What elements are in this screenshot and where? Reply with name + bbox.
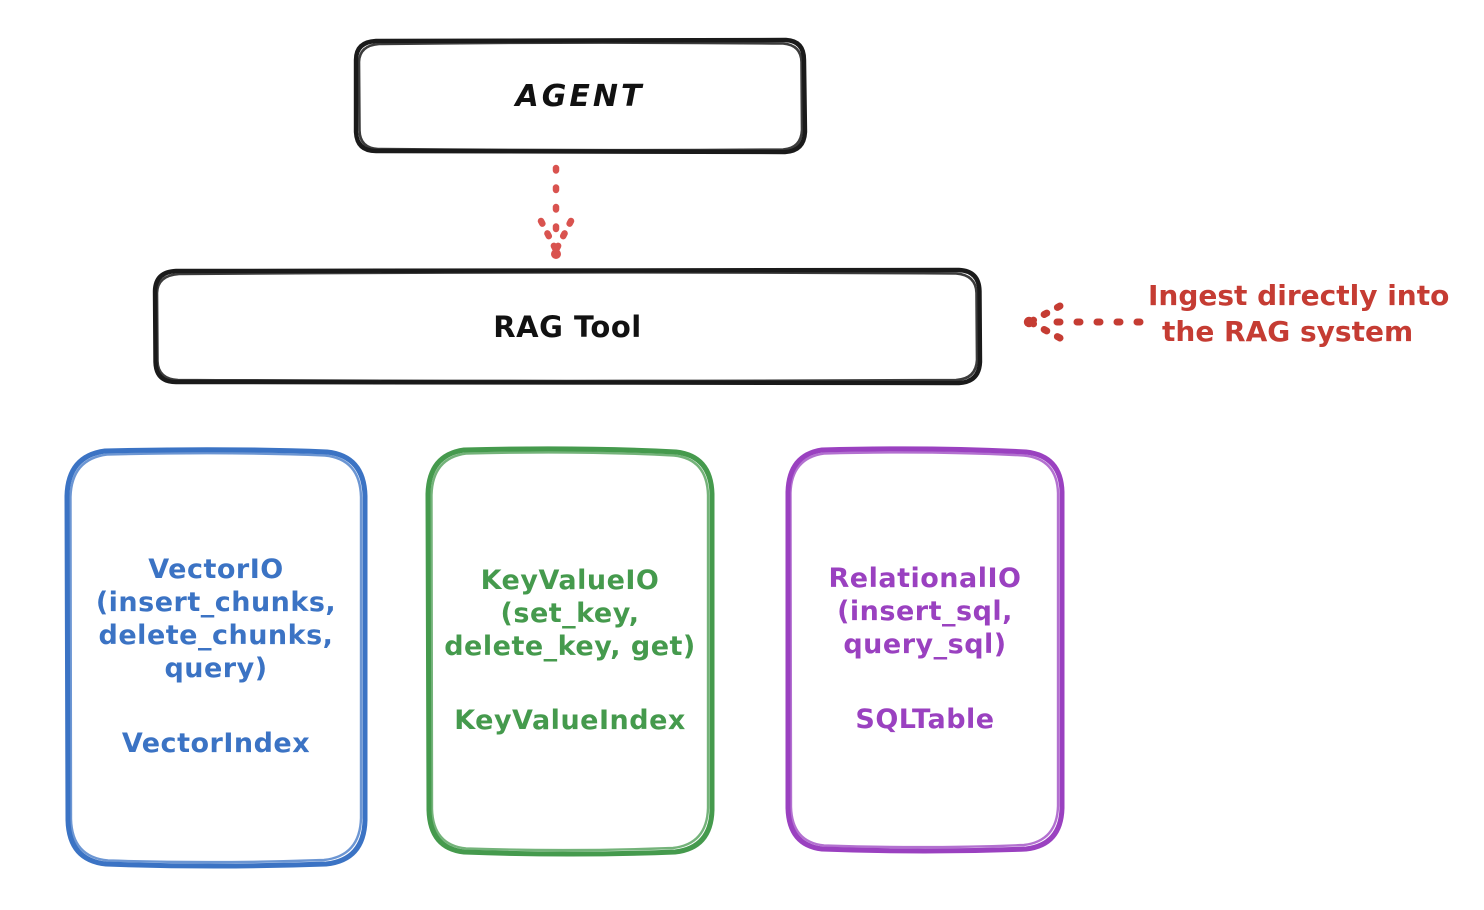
node-keyvalueio[interactable]: KeyValueIO (set_key, delete_key, get) Ke… <box>428 450 712 853</box>
vectorio-box-outline <box>64 447 368 869</box>
vectorio-method-line-2: delete_chunks, <box>98 620 334 652</box>
vectorio-title: VectorIO <box>148 554 284 586</box>
rag-tool-box-outline <box>152 267 983 386</box>
node-rag-tool[interactable]: RAG Tool <box>155 270 980 383</box>
keyvalueio-method-line-2: delete_key, get) <box>444 630 696 662</box>
vectorio-index-label: VectorIndex <box>121 727 311 759</box>
keyvalueio-box-outline <box>425 446 715 857</box>
rag-tool-label: RAG Tool <box>493 309 642 344</box>
ingest-annotation: Ingest directly into the RAG system <box>1148 278 1478 351</box>
relationalio-index-label: SQLTable <box>855 703 995 735</box>
node-vectorio[interactable]: VectorIO (insert_chunks, delete_chunks, … <box>67 450 365 865</box>
arrow-ingest-into-rag-tool <box>1023 302 1144 342</box>
vectorio-method-line-1: (insert_chunks, <box>95 587 337 619</box>
node-agent[interactable]: AGENT <box>356 40 804 152</box>
keyvalueio-title: KeyValueIO <box>480 564 660 596</box>
keyvalueio-method-line-1: (set_key, <box>500 597 640 629</box>
relationalio-method-line-1: (insert_sql, <box>837 596 1013 628</box>
node-relationalio[interactable]: RelationalIO (insert_sql, query_sql) SQL… <box>788 450 1062 850</box>
relationalio-box-outline <box>785 446 1065 854</box>
vectorio-method-line-3: query) <box>164 652 268 684</box>
agent-label: AGENT <box>515 78 645 114</box>
arrow-agent-to-rag-tool <box>537 164 575 259</box>
relationalio-method-line-2: query_sql) <box>843 629 1007 660</box>
ingest-annotation-line-1: Ingest directly into <box>1148 279 1450 312</box>
relationalio-title: RelationalIO <box>828 563 1022 595</box>
agent-box-outline <box>353 37 808 155</box>
keyvalueio-index-label: KeyValueIndex <box>454 705 686 737</box>
ingest-annotation-line-2: the RAG system <box>1162 315 1414 349</box>
